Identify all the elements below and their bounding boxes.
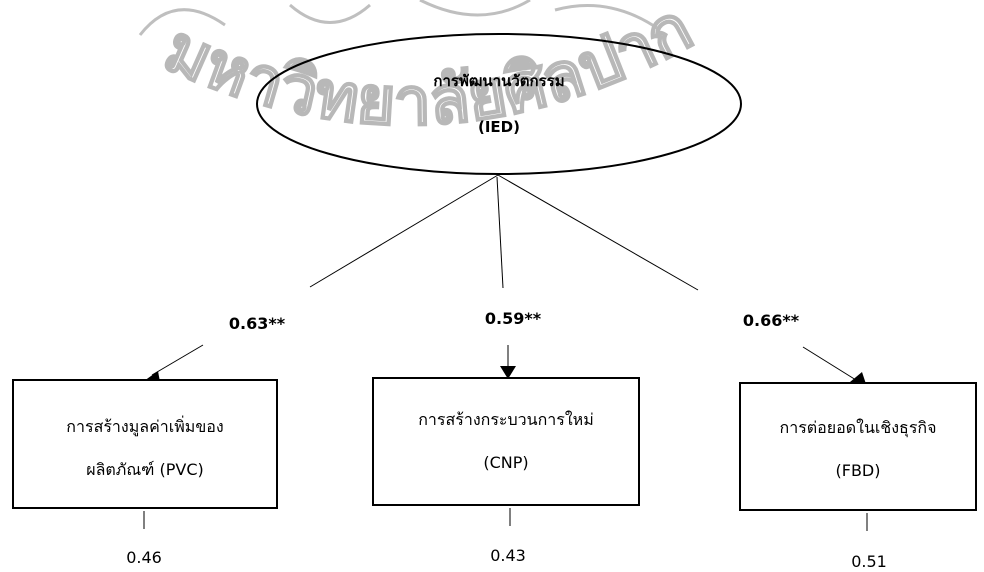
observed-box-cnp-frame — [372, 377, 640, 506]
loading-pvc: 0.63** — [229, 314, 286, 333]
university-seal-watermark: มหาวิทยาลัยศิลปากร — [0, 0, 705, 142]
latent-name: การพัฒนานวัตกรรม — [433, 72, 564, 90]
latent-ellipse — [256, 33, 742, 175]
error-ticks — [143, 508, 868, 531]
observed-box-cnp: การสร้างกระบวนการใหม่ (CNP) — [372, 377, 640, 506]
seal-arc-left — [138, 8, 226, 36]
observed-fbd-line1: การต่อยอดในเชิงธุรกิจ — [780, 418, 937, 438]
observed-cnp-line2: (CNP) — [483, 453, 528, 472]
seal-flourish-1 — [289, 3, 371, 24]
loading-fbd: 0.66** — [743, 311, 800, 330]
loading-cnp: 0.59** — [485, 309, 542, 328]
seal-arc-right — [554, 4, 661, 32]
seal-watermark-text: มหาวิทยาลัยศิลปากร — [0, 0, 704, 140]
path-lines — [151, 174, 857, 381]
path-line-pvc-upper — [309, 174, 499, 288]
observed-box-fbd-frame — [739, 382, 977, 511]
arrowhead-fbd — [850, 372, 866, 384]
observed-cnp-line1: การสร้างกระบวนการใหม่ — [418, 410, 594, 429]
observed-pvc-line1: การสร้างมูลค่าเพิ่มของ — [66, 415, 223, 437]
latent-variable-ied: การพัฒนานวัตกรรม (IED) — [256, 33, 742, 175]
arrowhead-cnp — [500, 366, 516, 379]
error-cnp: 0.43 — [490, 546, 526, 565]
path-line-cnp-upper — [496, 176, 504, 289]
error-pvc: 0.46 — [126, 548, 162, 567]
path-line-fbd-lower — [802, 346, 857, 381]
observed-pvc-line2: ผลิตภัณฑ์ (PVC) — [86, 460, 204, 479]
path-line-pvc-lower — [151, 344, 204, 376]
observed-box-pvc: การสร้างมูลค่าเพิ่มของ ผลิตภัณฑ์ (PVC) — [12, 379, 278, 509]
path-line-fbd-upper — [497, 174, 699, 291]
latent-code: (IED) — [478, 118, 520, 136]
observed-box-pvc-frame — [12, 379, 278, 509]
observed-fbd-line2: (FBD) — [836, 461, 881, 480]
error-fbd: 0.51 — [851, 552, 887, 571]
seal-flourish-2 — [419, 0, 531, 17]
observed-box-fbd: การต่อยอดในเชิงธุรกิจ (FBD) — [739, 382, 977, 511]
